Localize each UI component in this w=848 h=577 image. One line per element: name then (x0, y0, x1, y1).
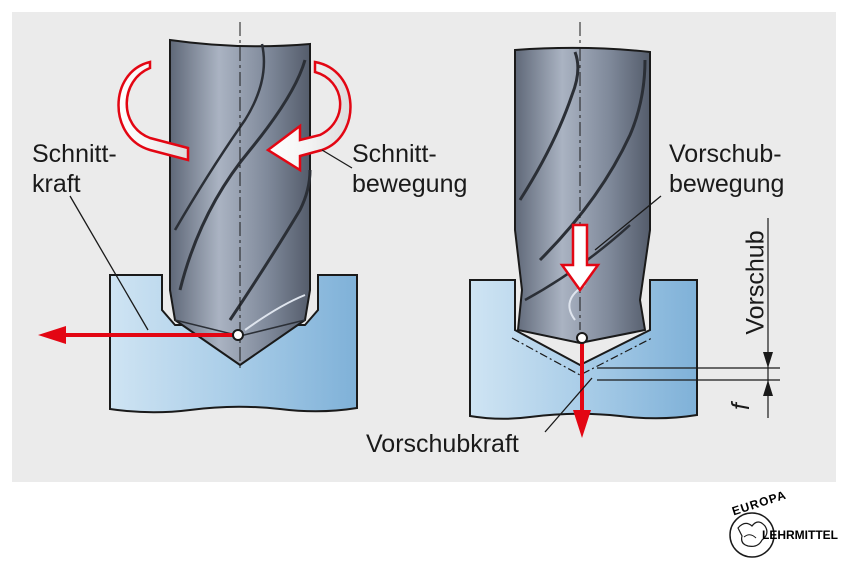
cutting-motion-label-line2: bewegung (352, 170, 468, 198)
feed-dimension (597, 218, 780, 418)
cutting-force-label-line1: Schnitt- (32, 140, 117, 168)
cutting-motion-label-line1: Schnitt- (352, 140, 437, 168)
leader-cutting-motion (321, 149, 353, 169)
right-workpiece (469, 279, 698, 420)
feed-motion-label-line1: Vorschub- (669, 140, 782, 168)
feed-force-arrow (573, 332, 591, 438)
feed-symbol-label: f (726, 403, 755, 410)
rotation-arrow (117, 60, 352, 173)
cutting-force-label-line2: kraft (32, 170, 81, 198)
feed-label: Vorschub (741, 230, 770, 335)
leader-cutting-force (69, 195, 149, 331)
left-drill (169, 22, 312, 372)
logo-side-text: LEHRMITTEL (762, 528, 838, 542)
feed-force-label: Vorschubkraft (366, 430, 519, 458)
cutting-force-arrow (38, 326, 244, 344)
leader-feed-force (544, 377, 593, 433)
right-drill (514, 22, 651, 345)
leader-feed-motion (594, 195, 662, 251)
europa-logo (729, 512, 775, 558)
feed-motion-arrow (559, 223, 601, 293)
feed-motion-label-line2: bewegung (669, 170, 785, 198)
